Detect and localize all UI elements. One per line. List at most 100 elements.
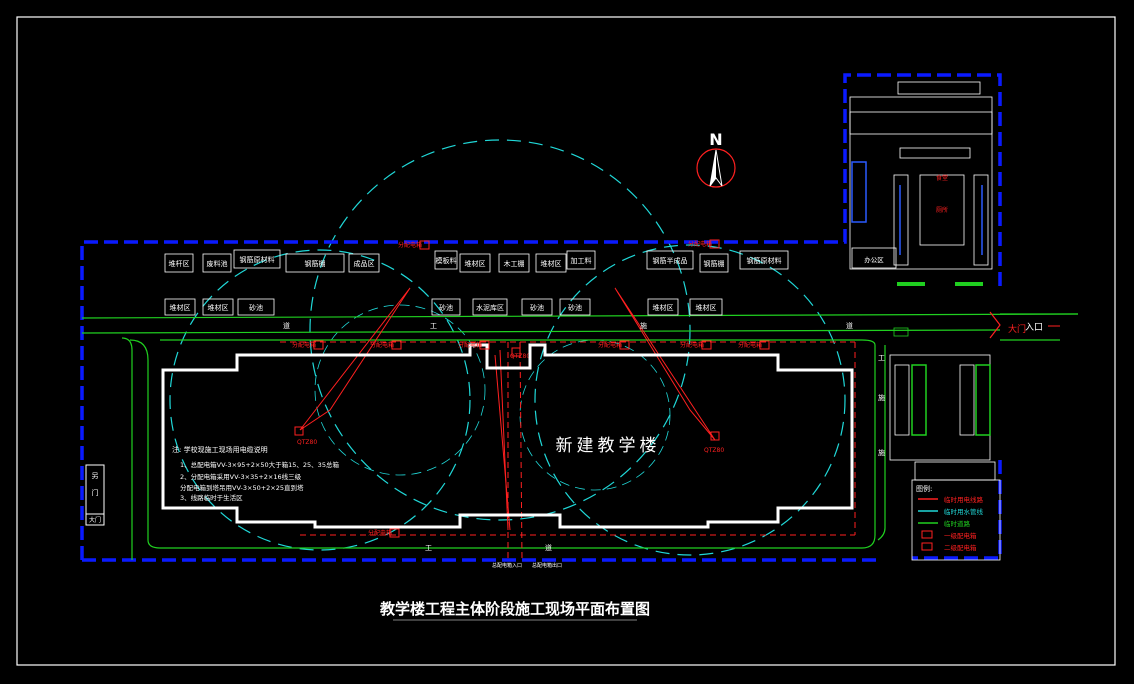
road-label: 施: [878, 393, 885, 402]
facility-box: 砂池: [431, 298, 461, 316]
crane-inner-right: [519, 339, 671, 491]
road-label: 工: [430, 322, 437, 330]
crane-booms: [299, 287, 716, 531]
facility-label: 钢筋半成品: [653, 256, 688, 265]
legend-item: 临时用水管线: [918, 507, 984, 516]
road-label: 道: [846, 321, 853, 330]
notes-line: 3、线路临时于生活区: [180, 493, 243, 502]
distribution-box: 分配电箱: [598, 340, 630, 350]
left-gate-char: 门: [92, 488, 99, 497]
road-label: 道: [283, 321, 290, 330]
distribution-boxes: 分配电箱分配电箱分配电箱分配电箱分配电箱分配电箱分配电箱分配电箱分配电箱: [292, 239, 770, 538]
distribution-label: 分配电箱: [368, 529, 392, 537]
legend-label: 临时用电线路: [944, 495, 984, 504]
facility-box: 堆杆区: [164, 253, 194, 273]
legend-label: 临时用水管线: [944, 507, 984, 516]
notes-block: 注: 学校现施工现场用电缆说明 1、总配电箱VV-3×95+2×50大于箱15、…: [172, 445, 339, 502]
compass-letter: N: [709, 130, 722, 149]
facility-box: 钢筋棚: [699, 253, 729, 273]
facility-label: 堆材区: [208, 303, 229, 312]
road-label: 工: [425, 544, 432, 552]
facility-box: 堆材区: [689, 298, 723, 316]
facility-box: 堆材区: [459, 253, 491, 273]
bottom-small-label: 总配电箱出口: [532, 562, 562, 569]
gate-label: 大门: [1008, 323, 1026, 335]
north-compass: N: [696, 130, 736, 188]
distribution-box: 分配电箱: [292, 340, 324, 350]
facility-box: 加工料: [566, 250, 596, 270]
office-area: [849, 81, 993, 270]
facility-label: 堆材区: [541, 259, 562, 268]
office-details: [851, 161, 983, 255]
distribution-label: 分配电箱: [398, 241, 422, 249]
crane-radius-circles: [169, 139, 846, 556]
facility-box: 钢筋原材料: [739, 250, 789, 270]
distribution-box: 分配电箱: [680, 340, 712, 350]
main-entrance: 大门 入口: [989, 311, 1060, 339]
facility-label: 钢筋原材料: [747, 256, 782, 265]
facility-label: 成品区: [354, 259, 375, 268]
distribution-box: 分配电箱: [368, 528, 400, 538]
road-label: 施: [878, 448, 885, 457]
notes-line: 分配电箱到塔吊用VV-3×50+2×25直到塔: [180, 483, 304, 492]
distribution-box: 分配电箱: [688, 239, 720, 249]
left-gate-char: 另: [92, 472, 99, 480]
distribution-box: 分配电箱: [458, 340, 490, 350]
facility-label: 堆材区: [653, 303, 674, 312]
legend-label: 一级配电箱: [944, 531, 977, 540]
facility-box: 模板料: [434, 250, 458, 270]
distribution-label: 分配电箱: [292, 341, 316, 349]
distribution-box: 分配电箱: [398, 240, 430, 250]
facility-box: 砂池: [237, 298, 275, 316]
facility-box: 成品区: [348, 253, 380, 273]
left-gate: 另 门 大门: [85, 464, 105, 526]
legend-item: 一级配电箱: [921, 530, 977, 540]
drawing-frame: [16, 16, 1116, 666]
facility-box: 砂池: [559, 298, 591, 316]
facility-label: 水泥库区: [476, 303, 504, 312]
facility-label: 堆材区: [696, 303, 717, 312]
legend-label: 二级配电箱: [944, 543, 977, 552]
facility-label: 堆杆区: [169, 259, 190, 268]
facility-box: 废料池: [202, 253, 232, 273]
crane-label: QTZ80: [704, 447, 724, 454]
facility-label: 砂池: [439, 303, 453, 312]
office-label: 食堂: [936, 174, 948, 182]
legend-label: 临时道路: [944, 519, 971, 528]
facility-box: 堆材区: [535, 253, 567, 273]
facility-label: 堆材区: [170, 303, 191, 312]
office-room-label: 办公区: [864, 255, 884, 264]
entry-label: 入口: [1025, 322, 1043, 333]
facility-box: 木工棚: [498, 253, 530, 273]
facility-label: 废料池: [207, 259, 228, 268]
facility-label: 砂池: [568, 303, 582, 312]
facility-label: 钢筋棚: [704, 259, 725, 268]
legend-title: 图例:: [916, 484, 932, 493]
facility-label: 钢筋原材料: [240, 255, 275, 264]
notes-heading: 注: 学校现施工现场用电缆说明: [172, 445, 268, 454]
distribution-label: 分配电箱: [370, 341, 394, 349]
facility-box: 钢筋半成品: [646, 250, 694, 270]
crane-label: QTZ80: [510, 353, 530, 360]
facility-label: 堆材区: [465, 259, 486, 268]
distribution-label: 分配电箱: [680, 341, 704, 349]
drawing-title: 教学楼工程主体阶段施工现场平面布置图: [379, 600, 650, 618]
facility-label: 砂池: [530, 303, 544, 312]
temporary-road: [81, 313, 1079, 560]
distribution-box: 分配电箱: [738, 340, 770, 350]
bottom-small-label: 总配电箱入口: [492, 562, 522, 569]
dormitory-area: [889, 327, 996, 481]
facility-box: 堆材区: [164, 298, 196, 316]
crane-label: QTZ80: [297, 439, 317, 446]
crane-inner-left: [314, 304, 486, 476]
notes-line: 2、分配电箱采用VV-3×35+2×16线三级: [180, 472, 302, 481]
distribution-box: 分配电箱: [370, 340, 402, 350]
crane-radius-center: [309, 139, 691, 521]
facility-label: 模板料: [436, 256, 457, 265]
facility-box: 堆材区: [202, 298, 234, 316]
notes-line: 1、总配电箱VV-3×95+2×50大于箱15、25、35总箱: [180, 460, 339, 469]
legend-item: 二级配电箱: [921, 542, 977, 552]
facility-box: 砂池: [521, 298, 553, 316]
